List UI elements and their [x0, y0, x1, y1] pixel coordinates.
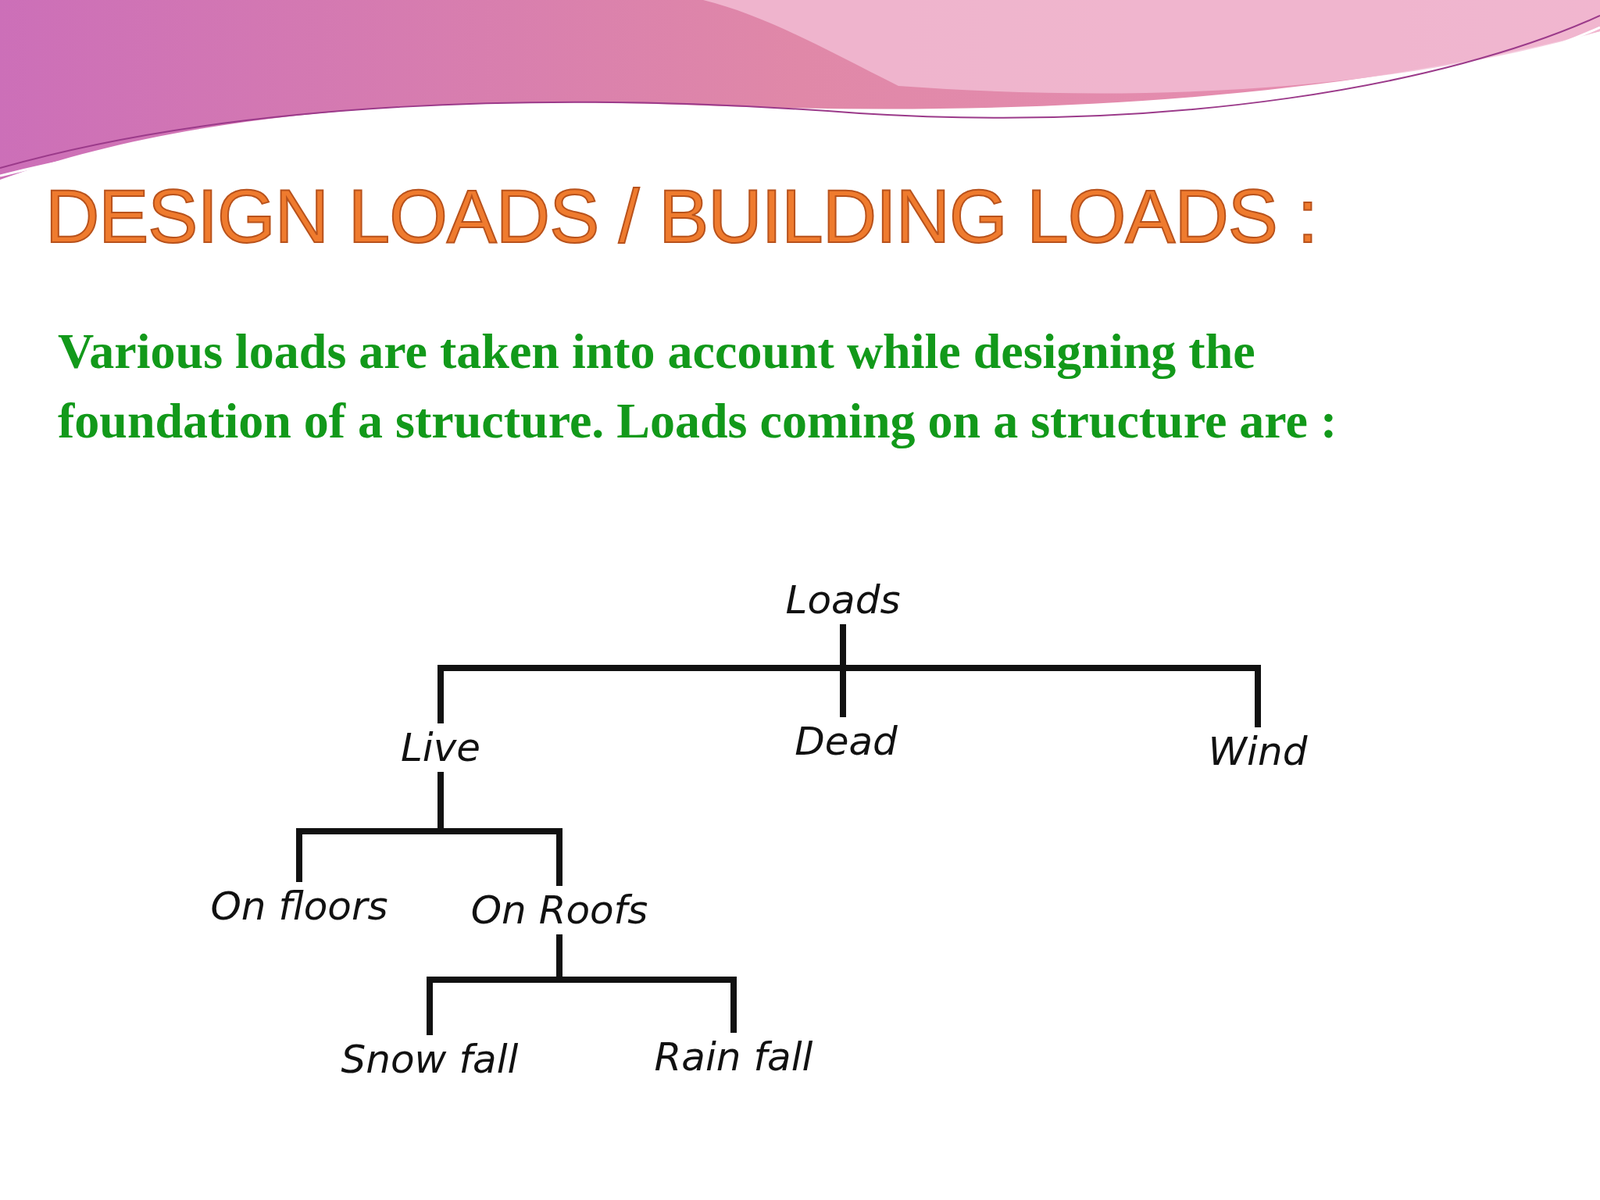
node-label: Wind [1208, 728, 1308, 775]
tree-node: Snow fall [333, 1032, 527, 1087]
tree-node: Wind [1200, 724, 1316, 779]
tree-node: On Roofs [463, 882, 657, 938]
tree-connector [299, 775, 441, 879]
node-label: Loads [785, 577, 901, 623]
tree-node: Rain fall [646, 1029, 822, 1085]
header-highlight [703, 0, 1600, 93]
node-label: Snow fall [341, 1036, 519, 1083]
header-line [0, 27, 1600, 176]
node-label: Live [400, 725, 481, 771]
node-label: Dead [794, 718, 898, 765]
header-wave [0, 0, 1600, 180]
tree-connector [429, 937, 560, 1033]
tree-node: Loads [778, 572, 909, 628]
header-line [0, 15, 1600, 168]
tree-connector [440, 775, 560, 883]
tree-node: Dead [786, 714, 906, 769]
tree-node: Live [392, 720, 489, 775]
node-label: Rain fall [654, 1034, 814, 1080]
node-label: On floors [210, 883, 388, 929]
tree-connector [842, 627, 1258, 725]
intro-text: Various loads are taken into account whi… [57, 316, 1496, 456]
slide-title: DESIGN LOADS / BUILDING LOADS : [45, 173, 1318, 260]
tree-connector [559, 937, 734, 1030]
tree-node: On floors [202, 878, 396, 934]
tree-connector [440, 627, 843, 721]
node-label: On Roofs [471, 887, 649, 933]
